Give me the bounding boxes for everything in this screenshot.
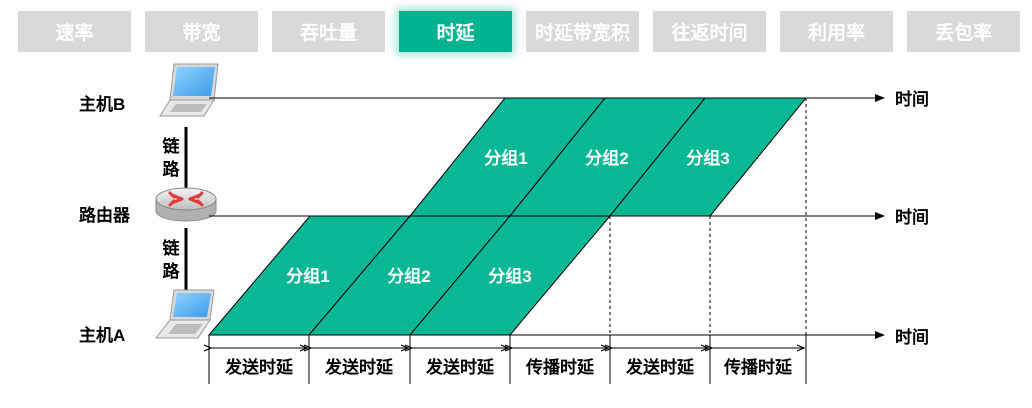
tab-delay-bandwidth-product[interactable]: 时延带宽积: [526, 11, 639, 52]
router-icon: [155, 187, 217, 222]
delay-label-1: 发送时延: [224, 357, 294, 377]
upper-packet-3-label: 分组3: [686, 148, 729, 168]
delay-label-5: 发送时延: [625, 357, 695, 377]
delay-label-3: 发送时延: [425, 357, 495, 377]
lower-link-label-1: 链: [163, 238, 181, 258]
tab-utilization[interactable]: 利用率: [780, 11, 893, 52]
upper-packets: [408, 97, 808, 217]
tab-packet-loss[interactable]: 丢包率: [907, 11, 1020, 52]
delay-label-2: 发送时延: [324, 357, 394, 377]
router-time-label: 时间: [895, 207, 929, 227]
upper-link-label-2: 路: [163, 159, 181, 179]
lower-packet-1-label: 分组1: [286, 266, 329, 286]
tab-bar: 速率 带宽 吞吐量 时延 时延带宽积 往返时间 利用率 丢包率: [0, 0, 1032, 60]
upper-packet-1-label: 分组1: [484, 148, 527, 168]
lower-packet-2-label: 分组2: [387, 266, 430, 286]
host-b-time-label: 时间: [895, 89, 929, 109]
tab-throughput[interactable]: 吞吐量: [272, 11, 385, 52]
dimension-ticks: [208, 335, 807, 384]
lower-link-label-2: 路: [163, 261, 181, 281]
delay-label-4: 传播时延: [525, 357, 595, 377]
host-a-label: 主机A: [79, 325, 125, 345]
upper-packet-2-label: 分组2: [585, 148, 628, 168]
tab-rate[interactable]: 速率: [18, 11, 131, 52]
laptop-icon: [159, 63, 219, 117]
lower-packet-3-label: 分组3: [488, 266, 531, 286]
delay-label-6: 传播时延: [723, 357, 793, 377]
host-b-label: 主机B: [79, 94, 125, 114]
router-label: 路由器: [79, 205, 131, 225]
tab-rtt[interactable]: 往返时间: [653, 11, 766, 52]
tab-delay[interactable]: 时延: [399, 11, 512, 52]
laptop-icon: [154, 289, 215, 339]
guide-lines: [609, 98, 807, 335]
tab-bandwidth[interactable]: 带宽: [145, 11, 258, 52]
upper-link-label-1: 链: [163, 136, 181, 156]
host-a-time-label: 时间: [895, 327, 929, 347]
